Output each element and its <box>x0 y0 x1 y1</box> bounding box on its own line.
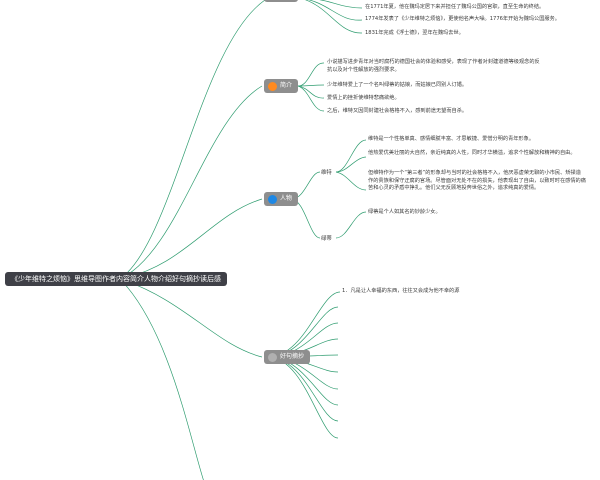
branch-top <box>119 0 266 280</box>
sub-lotte: 绿蒂 <box>321 236 332 242</box>
leaf-intro-1: 小说描写进步青年对当时腐朽的德国社会的体验和感受，表现了作者对封建道德等级观念的… <box>327 59 540 73</box>
leaf-werther-2: 他热爱优美壮丽的大自然，亲近纯真的人性，同时才华横溢，追求个性解放和精神的自由。 <box>368 150 576 156</box>
branch-chars <box>119 198 263 280</box>
node-characters[interactable]: 人物 <box>264 192 299 206</box>
node-characters-label: 人物 <box>280 195 293 202</box>
node-intro-label: 简介 <box>280 82 293 89</box>
branch-quotes <box>119 278 263 358</box>
leaf-werther-1: 维特是一个性格单真、感情细腻丰富、才思敏捷、爱憎分明的青年形象。 <box>368 136 535 142</box>
leaf-top-1: 在1771年夏，他在魏玛定居下来并担任了魏玛公国的官职，直至生命的终结。 <box>365 4 545 10</box>
leaf-intro-4: 之后，维特又因同封建社会格格不入，感到前途无望而自杀。 <box>327 108 468 114</box>
blue-dot-icon <box>268 194 277 204</box>
leaf-werther-3: 但维特作为一个“第三者”的形象却与当时的社会格格不入，他厌恶虚荣无聊的小市民、矫… <box>368 170 586 192</box>
leaf-intro-2: 少年维特爱上了一个名叫绿蒂的姑娘，而姑娘已同别人订婚。 <box>327 82 468 88</box>
leaf-lotte-1: 绿蒂是个人如其名的妙龄少女。 <box>368 209 441 215</box>
gray-dot-icon <box>268 352 277 362</box>
root-node[interactable]: 《少年维特之烦恼》思维导图作者内容简介人物介绍好句摘抄读后感 <box>5 272 227 286</box>
node-top-partial <box>264 0 298 2</box>
leaf-top-2: 1774年发表了《少年维特之烦恼》，更使他名声大噪。1776年开始为魏玛公国服务… <box>365 16 560 22</box>
branch-bottom <box>119 278 204 480</box>
orange-dot-icon <box>268 81 277 91</box>
node-intro[interactable]: 简介 <box>264 79 299 93</box>
node-quotes[interactable]: 好句摘抄 <box>264 350 311 364</box>
leaf-intro-3: 爱情上的挫折使维特悲痛欲绝。 <box>327 95 400 101</box>
node-quotes-label: 好句摘抄 <box>280 353 305 360</box>
branch-intro <box>119 85 263 280</box>
leaf-quote-1: 1．凡是让人幸福的东西，往往又会成为他不幸的源 <box>342 288 460 294</box>
sub-werther: 维特 <box>321 170 332 176</box>
leaf-top-3: 1831年完成《浮士德》，翌年在魏玛去世。 <box>365 30 464 36</box>
